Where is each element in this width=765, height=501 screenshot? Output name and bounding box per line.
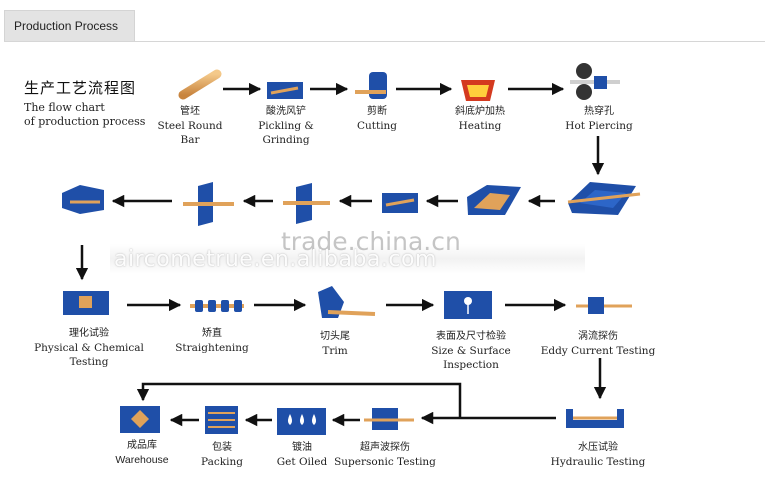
- steel-round-bar-icon: [178, 69, 222, 100]
- trim-icon: [318, 286, 376, 318]
- warehouse-icon: [120, 406, 160, 433]
- eddy-current-testing-icon: [576, 297, 632, 314]
- pickling-grinding-icon: [267, 82, 303, 99]
- size-surface-inspection-icon: [444, 291, 492, 319]
- cutting-icon: [355, 72, 387, 99]
- watermark-trade-china: trade.china.cn: [281, 227, 461, 256]
- tube-bundle-icon: [62, 185, 104, 214]
- watermark-band: [110, 244, 585, 274]
- pipe-drawing-icon: [382, 193, 418, 213]
- production-process-tab[interactable]: Production Process: [4, 10, 135, 41]
- oil-drops-icon: [277, 408, 326, 435]
- packing-icon: [205, 406, 238, 434]
- physical-chemical-testing-icon: [63, 291, 109, 315]
- sizing-die-icon-2: [283, 183, 330, 224]
- diagram-title-en-line1: The flow chart: [24, 101, 105, 114]
- hydraulic-testing-icon: [566, 409, 624, 428]
- straightening-icon: [190, 300, 244, 312]
- bypass-arrow: [136, 382, 462, 418]
- hot-piercing-icon: [570, 63, 620, 100]
- diagram-title-cn: 生产工艺流程图: [24, 79, 137, 97]
- diagram-title-en-line2: of production process: [24, 115, 146, 128]
- watermark-alibaba: aircometrue.en.alibaba.com: [114, 247, 437, 272]
- heating-furnace-icon: [461, 80, 495, 101]
- header-divider: [4, 41, 765, 42]
- tab-label: Production Process: [14, 19, 119, 33]
- diagram-title-en: The flow chart of production process: [24, 101, 154, 129]
- sizing-die-icon-1: [183, 182, 234, 226]
- cold-rolling-icon: [567, 182, 641, 215]
- supersonic-testing-icon: [364, 408, 414, 430]
- annealing-furnace-icon: [467, 185, 521, 215]
